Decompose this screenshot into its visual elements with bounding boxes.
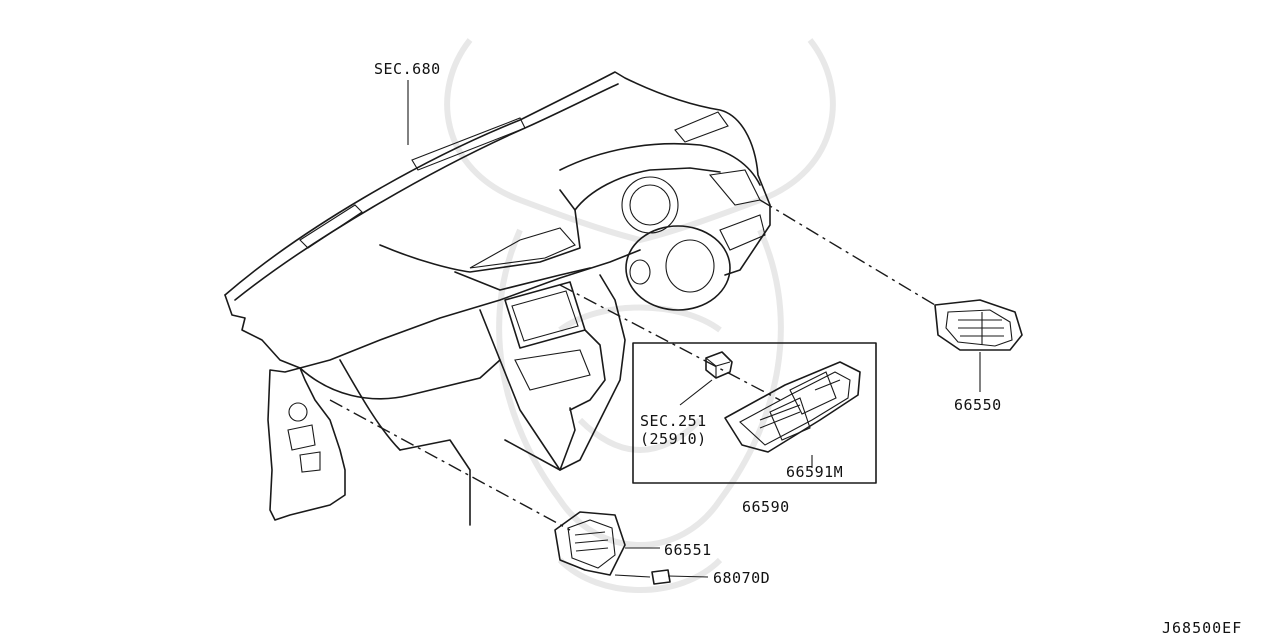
label-sec251[interactable]: SEC.251 [640, 412, 707, 430]
leader-66550 [759, 199, 936, 306]
label-66550[interactable]: 66550 [954, 396, 1002, 414]
dashboard-assembly [224, 71, 771, 526]
leader-66551 [329, 399, 571, 531]
screw-part [651, 569, 709, 585]
label-68070d[interactable]: 68070D [713, 569, 771, 587]
diagram-reference-code: J68500EF [1162, 619, 1243, 637]
label-66591m[interactable]: 66591M [786, 463, 844, 481]
center-vent-part [724, 361, 861, 468]
label-66590[interactable]: 66590 [742, 498, 790, 516]
label-sec251-sub[interactable]: (25910) [640, 430, 707, 448]
group-66590-box [632, 342, 877, 484]
clip-part [679, 351, 733, 406]
label-sec680[interactable]: SEC.680 [374, 60, 441, 78]
right-vent-part [934, 299, 1023, 392]
label-66551[interactable]: 66551 [664, 541, 712, 559]
left-vent-part [554, 511, 660, 578]
